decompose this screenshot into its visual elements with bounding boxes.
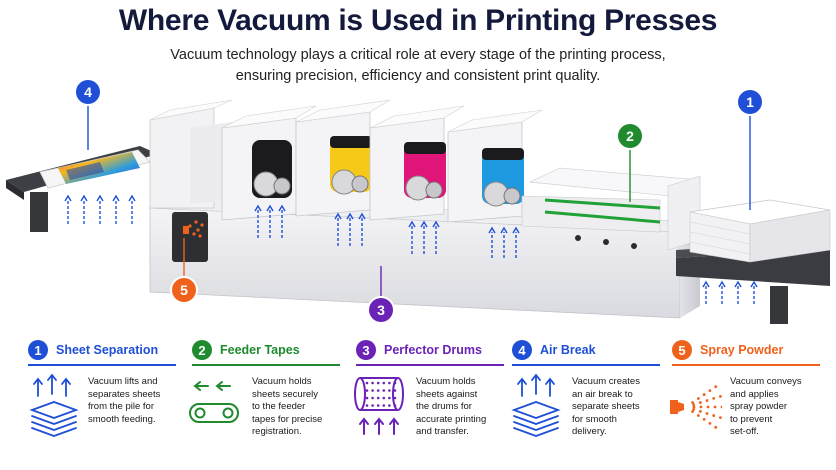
section-1-heading: Sheet Separation	[56, 343, 159, 357]
print-unit-black	[221, 105, 317, 221]
stacked-sheets-air-icon	[511, 374, 561, 437]
section-3-badge: 3	[356, 340, 376, 360]
section-4-heading: Air Break	[540, 343, 596, 357]
section-5-heading: Spray Powder	[700, 343, 784, 357]
callout-5-badge: 5	[172, 278, 196, 302]
vacuum-arrows	[64, 194, 758, 304]
feeder-table	[676, 199, 831, 324]
page-title: Where Vacuum is Used in Printing Presses	[118, 4, 718, 37]
paper-stack	[689, 199, 831, 263]
callout-2-badge: 2	[618, 124, 642, 148]
section-3-heading: Perfector Drums	[384, 343, 482, 357]
section-1-badge: 1	[28, 340, 48, 360]
callout-3-badge: 3	[369, 298, 393, 322]
section-4-badge: 4	[512, 340, 532, 360]
delivery-table	[6, 146, 158, 232]
feeder-tower	[149, 99, 233, 209]
callout-1-badge: 1	[738, 90, 762, 114]
spray-nozzle-icon	[670, 385, 722, 429]
callout-4-badge: 4	[76, 80, 100, 104]
perforated-drum-icon	[354, 377, 404, 435]
section-5-badge: 5	[672, 340, 692, 360]
conveyor-belt-icon	[189, 381, 239, 423]
subtitle-line-2: ensuring precision, efficiency and consi…	[235, 68, 601, 84]
section-2-heading: Feeder Tapes	[220, 343, 300, 357]
print-unit-magenta	[369, 105, 465, 221]
section-2-badge: 2	[192, 340, 212, 360]
subtitle-line-1: Vacuum technology plays a critical role …	[170, 47, 666, 63]
stacked-sheets-up-arrows-icon	[29, 374, 79, 437]
printing-press-illustration	[6, 99, 831, 324]
print-unit-yellow	[295, 99, 391, 217]
print-unit-cyan	[447, 109, 543, 223]
